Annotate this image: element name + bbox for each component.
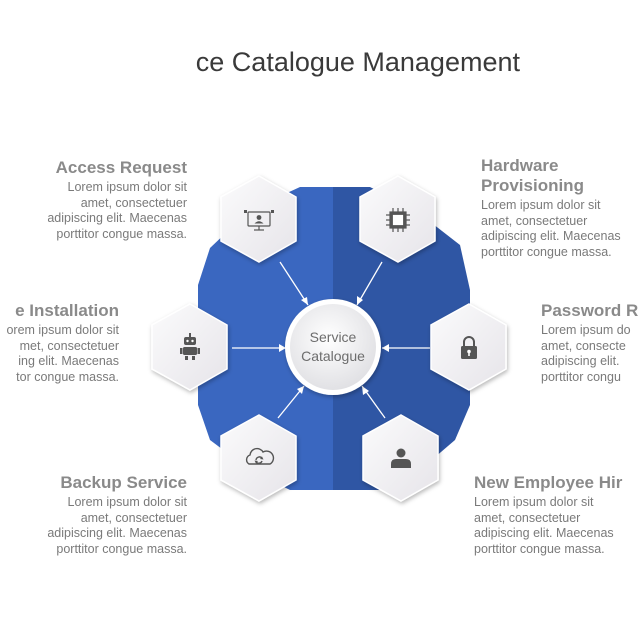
block-new-employee-hire: New Employee Hir Lorem ipsum dolor sit a… (474, 473, 640, 557)
heading-access-request: Access Request (55, 158, 187, 177)
body-backup-service: Lorem ipsum dolor sit amet, consectetuer… (47, 495, 187, 556)
block-access-request: Access Request Lorem ipsum dolor sit ame… (0, 158, 187, 242)
connector-access-request (279, 261, 309, 306)
body-hardware-provisioning: Lorem ipsum dolor sit amet, consectetuer… (481, 198, 621, 259)
heading-backup-service: Backup Service (60, 473, 187, 492)
center-hub[interactable]: Service Catalogue (285, 299, 381, 395)
hex-new-employee-hire-shape (362, 414, 439, 502)
cloud-sync-icon (245, 447, 275, 465)
connector-hardware-provisioning (356, 261, 383, 306)
arrowhead-new-employee-hire (362, 386, 369, 395)
robot-icon (180, 333, 200, 360)
background-right-half (333, 187, 470, 490)
body-access-request: Lorem ipsum dolor sit amet, consectetuer… (47, 180, 187, 241)
block-password-reset: Password R Lorem ipsum do amet, consecte… (541, 301, 640, 385)
page-title-text: ce Catalogue Management (195, 47, 520, 77)
block-software-installation: e Installation orem ipsum dolor sit met,… (0, 301, 119, 385)
body-software-installation: orem ipsum dolor sit met, consectetuer i… (6, 323, 119, 384)
connector-arrowheads (279, 296, 389, 395)
hex-software-installation[interactable] (151, 303, 228, 391)
hex-new-employee-hire[interactable] (362, 414, 439, 502)
monitor-user-icon (244, 210, 274, 231)
center-hub-face (290, 304, 376, 390)
hex-access-request[interactable] (220, 175, 297, 263)
body-password-reset: Lorem ipsum do amet, consecte adipiscing… (541, 323, 631, 384)
block-hardware-provisioning: Hardware Provisioning Lorem ipsum dolor … (481, 156, 640, 260)
center-label-line1: Service (310, 329, 357, 345)
heading-password-reset: Password R (541, 301, 639, 320)
heading-hardware-provisioning: Hardware Provisioning (481, 156, 584, 195)
person-icon (391, 448, 411, 468)
arrowhead-access-request (301, 297, 308, 305)
chip-icon (386, 208, 410, 232)
lock-icon (461, 336, 477, 359)
background-left-half (198, 187, 333, 490)
hex-password-reset[interactable] (430, 303, 507, 391)
hex-backup-service-shape (220, 414, 297, 502)
hex-backup-service[interactable] (220, 414, 297, 502)
heading-software-installation: e Installation (15, 301, 119, 320)
arrowhead-password-reset (382, 344, 389, 352)
heading-new-employee-hire: New Employee Hir (474, 473, 623, 492)
center-label-line2: Catalogue (301, 348, 365, 364)
blue-background-shape (198, 187, 470, 490)
arrowhead-software-installation (279, 344, 286, 352)
block-backup-service: Backup Service Lorem ipsum dolor sit ame… (0, 473, 187, 557)
hex-hardware-provisioning[interactable] (359, 175, 436, 263)
arrowhead-backup-service (297, 386, 304, 394)
body-new-employee-hire: Lorem ipsum dolor sit amet, consectetuer… (474, 495, 614, 556)
arrowhead-hardware-provisioning (357, 296, 363, 305)
